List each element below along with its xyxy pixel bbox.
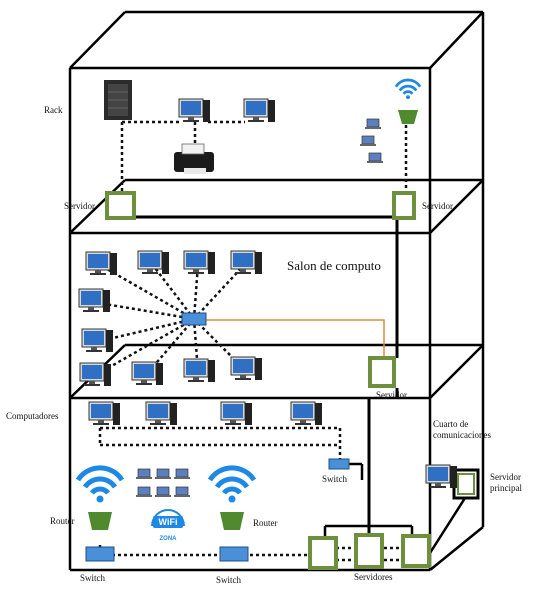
server-box-icon (401, 534, 431, 568)
server-box-icon (368, 356, 396, 388)
star-link (95, 317, 195, 344)
label-router-right: Router (253, 518, 278, 528)
star-link (151, 263, 195, 320)
label-computadoras: Computadores (6, 411, 59, 421)
router-icon (220, 512, 244, 530)
computer-icon (230, 250, 263, 275)
laptop-icon (364, 118, 382, 130)
label-servidor-left: Servidor (64, 201, 95, 211)
network-switch-icon (85, 546, 115, 562)
computer-icon (243, 98, 276, 123)
computer-icon (137, 250, 170, 275)
wifi-signal-icon (78, 468, 122, 503)
computer-icon (220, 401, 253, 426)
label-switch-mid: Switch (322, 474, 348, 484)
wifi-zone-text: ZONA (160, 536, 178, 542)
laptop-cluster (135, 468, 191, 498)
computer-icon (145, 401, 178, 426)
laptop-icon (154, 468, 172, 480)
label-servidores: Servidores (354, 572, 393, 582)
laptop-icon (135, 486, 153, 498)
network-switch-icon (328, 458, 350, 470)
wifi-signal-icon (210, 468, 254, 503)
computer-icon (131, 361, 164, 386)
computer-icon (290, 401, 323, 426)
server-box-icon (105, 191, 416, 220)
wifi-signal-icon (394, 78, 422, 101)
wifi-zone-logo: WiFi ZONA (151, 509, 185, 542)
label-salon: Salon de computo (287, 258, 381, 273)
label-servidor-right: Servidor (422, 201, 453, 211)
server-box-icon (354, 533, 384, 569)
computer-icon (183, 250, 216, 275)
computer-icon (78, 288, 111, 313)
label-servidor-mid: Servidor (376, 390, 407, 400)
laptop-icon (135, 468, 153, 480)
label-rack: Rack (44, 105, 63, 115)
server-box-icon (308, 536, 338, 570)
computer-icon (178, 98, 211, 123)
label-switch-left: Switch (80, 573, 106, 583)
top-computers (178, 98, 276, 123)
laptop-icon (366, 152, 384, 164)
laptops-top (359, 118, 384, 164)
top-floor-links (120, 120, 408, 195)
computer-icon (81, 328, 114, 353)
server-rack-icon (104, 80, 132, 120)
router-icon (88, 512, 112, 530)
wifi-logo-text: WiFi (159, 517, 178, 527)
laptop-icon (359, 135, 377, 147)
star-link (93, 317, 195, 378)
orange-server-link (205, 319, 385, 358)
computer-icon (88, 401, 121, 426)
computer-icon (230, 356, 263, 381)
network-switch-icon (181, 312, 207, 326)
label-cuarto: Cuarto de comunicaciones (433, 419, 491, 440)
network-switch-icon (219, 546, 249, 562)
router-icon (398, 110, 418, 124)
computer-icon (85, 251, 118, 276)
label-switch-right: Switch (216, 575, 242, 585)
label-servidor-principal: Servidor principal (490, 472, 522, 493)
office-computers (88, 401, 323, 426)
printer-icon (174, 143, 214, 174)
laptop-icon (154, 486, 172, 498)
lab-computers (78, 250, 263, 387)
laptop-icon (173, 486, 191, 498)
computer-icon (183, 358, 216, 383)
servers-group (308, 533, 431, 570)
laptop-icon (173, 468, 191, 480)
label-router-left: Router (50, 516, 75, 526)
